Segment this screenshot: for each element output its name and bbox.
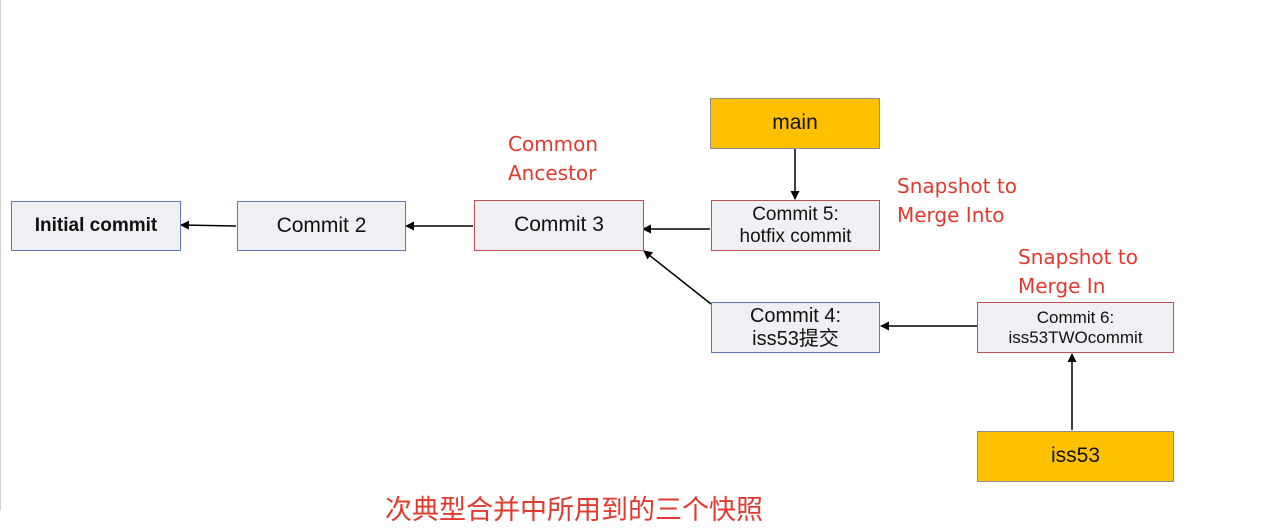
left-edge-line (0, 0, 1, 510)
commit-5-line2: hotfix commit (739, 225, 852, 247)
arrow-commit4-to-commit3 (643, 250, 712, 305)
main-branch-node: main (710, 98, 880, 149)
commit-6-line1: Commit 6: (1036, 307, 1115, 327)
initial-commit-node: Initial commit (11, 201, 181, 251)
iss53-branch-node: iss53 (977, 431, 1174, 482)
commit-6-line2: iss53TWOcommit (1008, 327, 1143, 347)
iss53-branch-text: iss53 (1050, 444, 1101, 468)
common-ancestor-line1: Common (508, 132, 599, 156)
commit-4-line2: iss53提交 (752, 327, 839, 350)
snapshot-merge-into-line1: Snapshot to (897, 174, 1017, 198)
snapshot-merge-into-label: Snapshot to Merge Into (897, 172, 1017, 230)
commit-5-node: Commit 5: hotfix commit (711, 200, 880, 251)
commit-5-line1: Commit 5: (752, 203, 839, 225)
main-branch-text: main (772, 111, 818, 135)
arrow-commit2-to-initial (180, 220, 237, 230)
snapshot-merge-in-label: Snapshot to Merge In (1018, 243, 1138, 301)
diagram-caption: 次典型合并中所用到的三个快照 (385, 495, 763, 526)
commit-6-node: Commit 6: iss53TWOcommit (977, 302, 1174, 353)
commit-3-text: Commit 3 (514, 213, 604, 237)
commit-4-node: Commit 4: iss53提交 (711, 302, 880, 353)
common-ancestor-line2: Ancestor (508, 161, 597, 185)
snapshot-merge-in-line1: Snapshot to (1018, 245, 1138, 269)
commit-3-node: Commit 3 (474, 200, 644, 251)
common-ancestor-label: Common Ancestor (508, 130, 598, 188)
arrows-layer (180, 149, 1077, 430)
commit-4-line1: Commit 4: (749, 304, 842, 327)
snapshot-merge-into-line2: Merge Into (897, 203, 1005, 227)
commit-2-node: Commit 2 (237, 201, 406, 251)
snapshot-merge-in-line2: Merge In (1018, 274, 1106, 298)
initial-commit-text: Initial commit (34, 215, 158, 237)
commit-2-text: Commit 2 (276, 213, 367, 237)
